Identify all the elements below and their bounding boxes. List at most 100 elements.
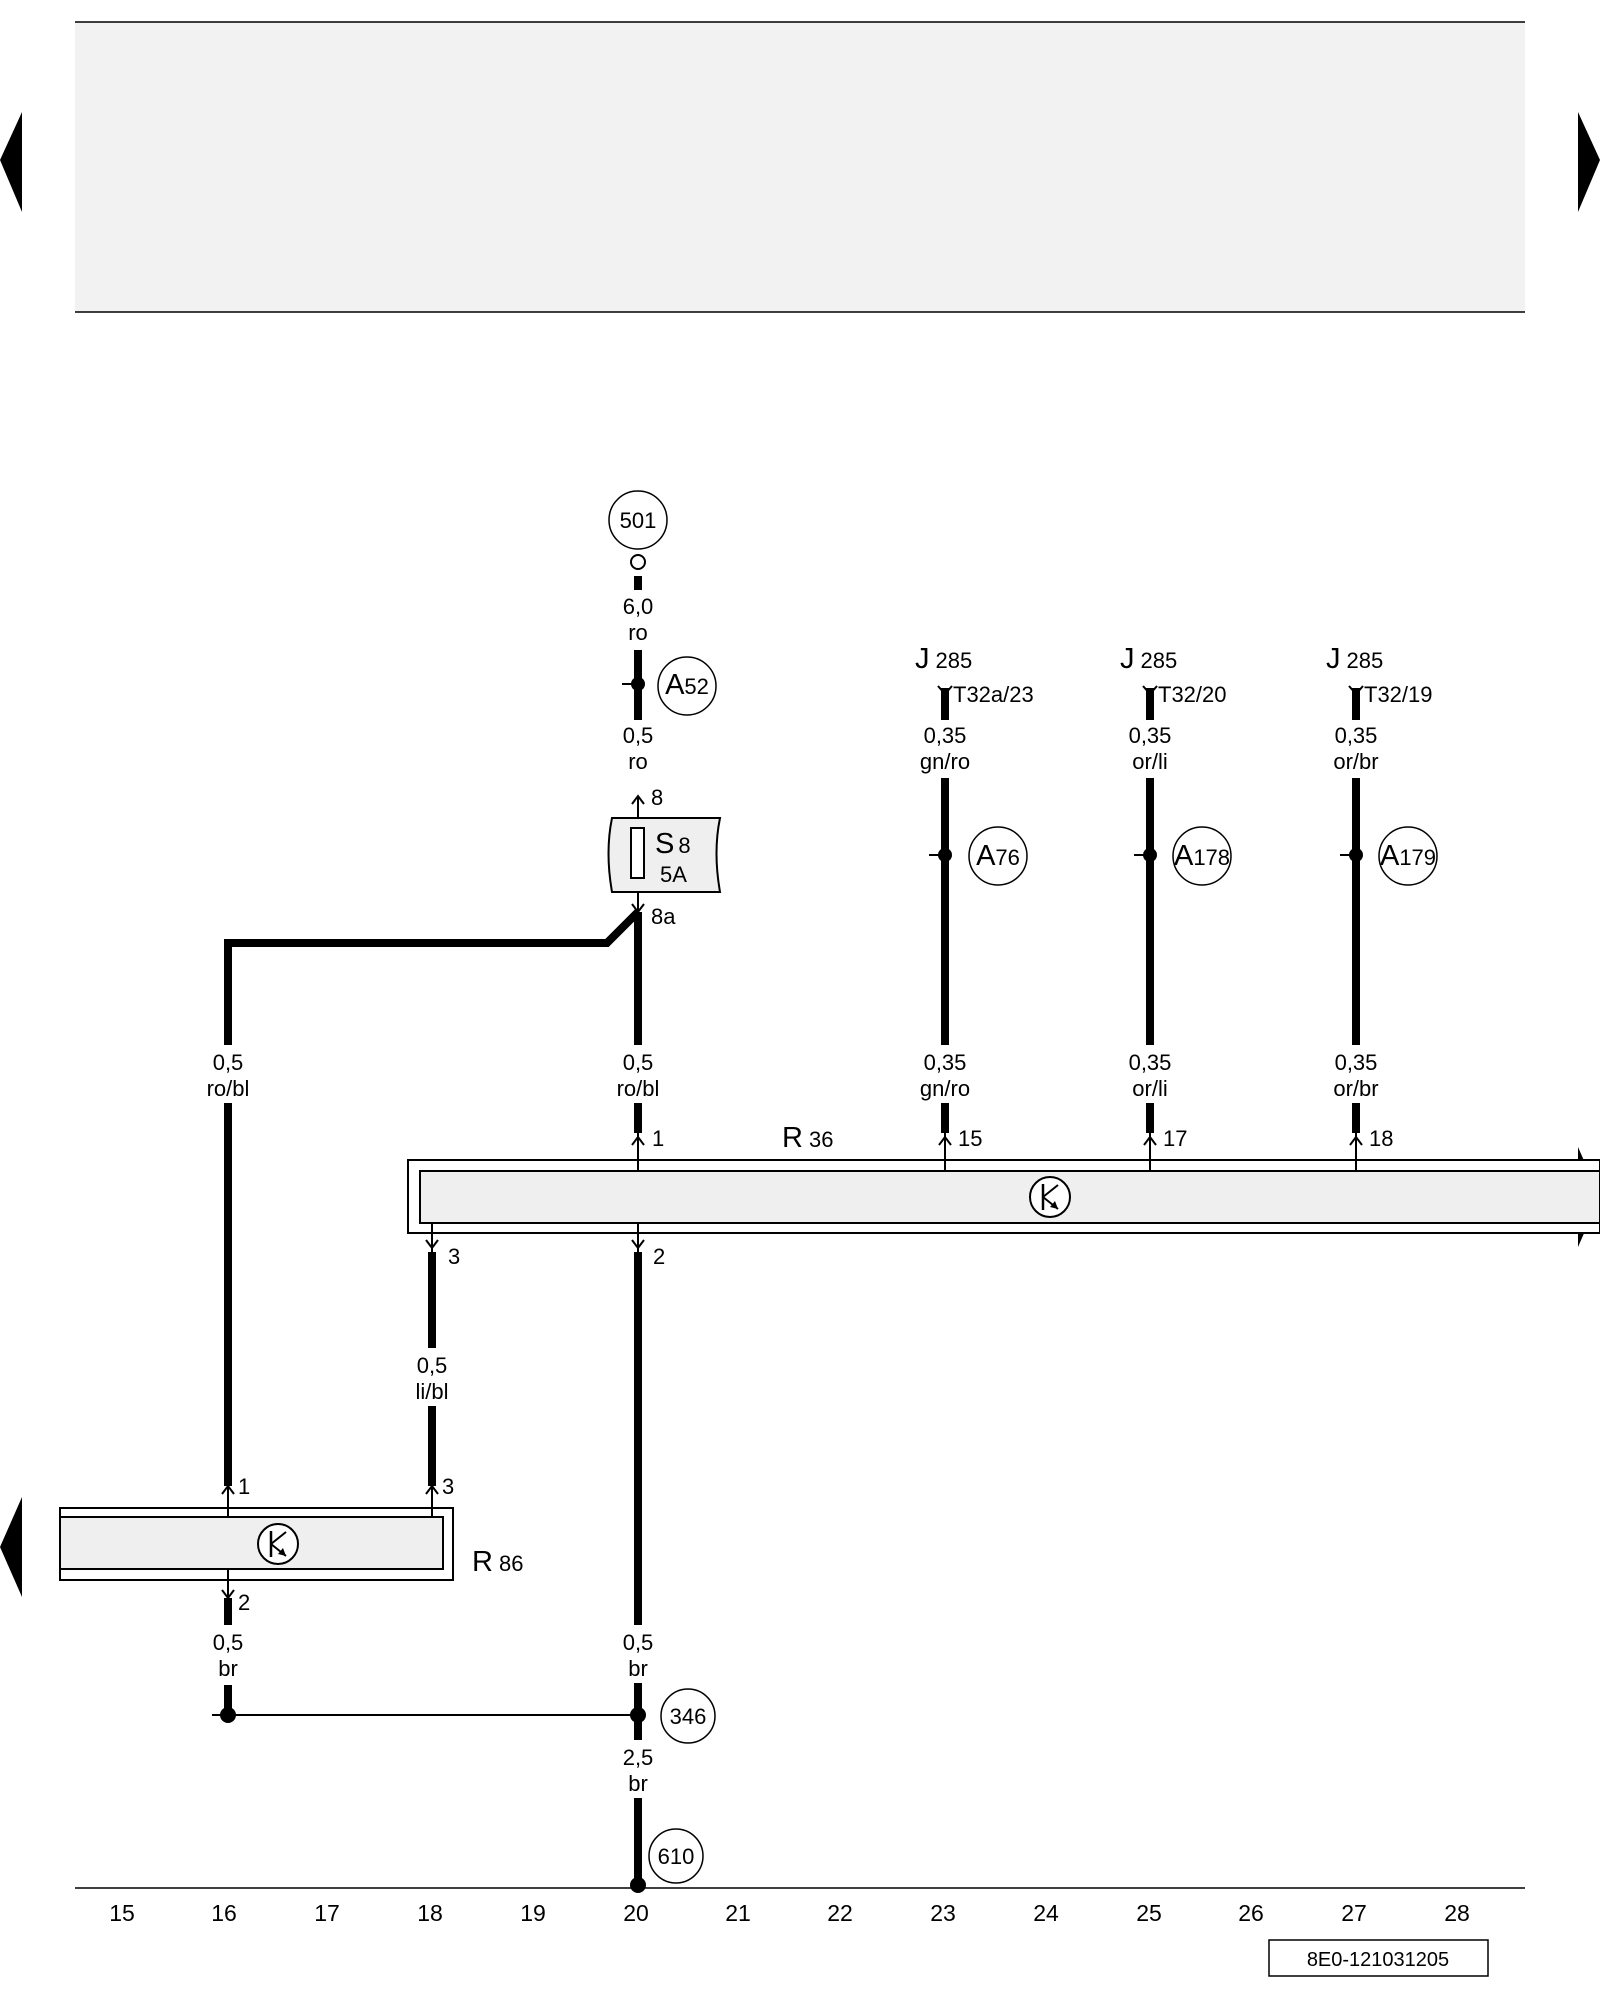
wire-fuse-to-16	[224, 909, 641, 1486]
svg-text:0,5: 0,5	[213, 1630, 244, 1655]
svg-text:gn/ro: gn/ro	[920, 1076, 970, 1101]
svg-text:27: 27	[1341, 1900, 1367, 1926]
label-gaps	[180, 590, 1396, 1798]
svg-text:20: 20	[623, 1900, 649, 1926]
fuse-pin-out: 8a	[651, 904, 676, 929]
j285-conn-1: T32a/23	[953, 682, 1034, 707]
ref-circle-a179	[1378, 826, 1438, 886]
ref-610-text: 610	[658, 1844, 695, 1869]
svg-text:0,5: 0,5	[417, 1353, 448, 1378]
column-numbers: 15 16 17 18 19 20 21 22 23 24 25 26 27 2…	[109, 1900, 1470, 1926]
nav-right-arrow-top[interactable]	[1578, 112, 1600, 212]
svg-text:3: 3	[442, 1474, 454, 1499]
svg-text:0,5: 0,5	[623, 1050, 654, 1075]
svg-text:2,5: 2,5	[623, 1745, 654, 1770]
footer-code: 8E0-121031205	[1307, 1949, 1449, 1971]
svg-text:25: 25	[1136, 1900, 1162, 1926]
fuse-pin-out-mark	[631, 903, 645, 914]
terminal-501	[630, 554, 646, 570]
svg-text:0,35: 0,35	[1129, 723, 1172, 748]
j285-pin-marks	[937, 685, 1364, 696]
svg-text:0,35: 0,35	[924, 1050, 967, 1075]
fuse-pin-in: 8	[651, 785, 663, 810]
fuse-rating: 5A	[660, 862, 687, 887]
svg-text:li/bl: li/bl	[415, 1379, 448, 1404]
dot-a52	[631, 677, 645, 691]
svg-text:ro: ro	[628, 620, 648, 645]
svg-text:17: 17	[1163, 1126, 1187, 1151]
ref-circle-a178	[1172, 826, 1232, 886]
header-panel	[75, 22, 1525, 312]
svg-text:24: 24	[1033, 1900, 1059, 1926]
junction-dots	[220, 677, 1363, 1893]
svg-text:1: 1	[238, 1474, 250, 1499]
ref-circle-501	[608, 490, 668, 550]
svg-text:br: br	[218, 1656, 238, 1681]
ref-circle-a52	[657, 656, 717, 716]
ref-a178-text: A178	[1174, 840, 1230, 872]
ref-circle-a76	[968, 826, 1028, 886]
svg-text:0,5: 0,5	[623, 723, 654, 748]
footer-code-box	[1268, 1939, 1489, 1977]
transistor-circle-icon	[257, 1523, 299, 1565]
svg-text:21: 21	[725, 1900, 751, 1926]
fuse-element	[630, 827, 645, 879]
svg-text:ro/bl: ro/bl	[617, 1076, 660, 1101]
svg-text:ro: ro	[628, 749, 648, 774]
ref-346-text: 346	[670, 1704, 707, 1729]
j285-conn-3: T32/19	[1364, 682, 1433, 707]
svg-text:18: 18	[417, 1900, 443, 1926]
dot-ground-16	[220, 1707, 236, 1723]
svg-text:or/li: or/li	[1132, 749, 1167, 774]
dot-a178	[1143, 848, 1157, 862]
nav-left-arrow-top[interactable]	[0, 112, 22, 212]
ref-a52-text: A52	[665, 669, 709, 701]
svg-text:16: 16	[211, 1900, 237, 1926]
dot-610	[630, 1877, 646, 1893]
dot-346	[630, 1707, 646, 1723]
svg-text:1: 1	[652, 1126, 664, 1151]
svg-text:0,5: 0,5	[213, 1050, 244, 1075]
svg-text:br: br	[628, 1771, 648, 1796]
fuse-s8	[607, 794, 722, 914]
svg-text:2: 2	[238, 1590, 250, 1615]
svg-text:2: 2	[653, 1244, 665, 1269]
svg-text:26: 26	[1238, 1900, 1264, 1926]
ref-circle-346	[660, 1688, 716, 1744]
svg-text:0,35: 0,35	[1335, 1050, 1378, 1075]
svg-text:15: 15	[109, 1900, 135, 1926]
svg-text:3: 3	[448, 1244, 460, 1269]
svg-text:18: 18	[1369, 1126, 1393, 1151]
nav-left-arrow-bottom[interactable]	[0, 1497, 22, 1597]
dot-a179	[1349, 848, 1363, 862]
svg-text:23: 23	[930, 1900, 956, 1926]
svg-text:0,35: 0,35	[924, 723, 967, 748]
component-r36	[407, 1133, 1600, 1252]
fuse-pin-in-mark	[631, 794, 645, 805]
wire-labels: 6,0 ro 0,5 ro 0,5 ro/bl 0,5 ro/bl 0,35 g…	[207, 594, 1379, 1796]
component-r86	[59, 1484, 454, 1600]
ref-a76-text: A76	[976, 840, 1020, 872]
svg-text:0,5: 0,5	[623, 1630, 654, 1655]
svg-text:15: 15	[958, 1126, 982, 1151]
svg-text:or/br: or/br	[1333, 1076, 1378, 1101]
dot-a76	[938, 848, 952, 862]
j285-conn-2: T32/20	[1158, 682, 1227, 707]
svg-text:0,35: 0,35	[1129, 1050, 1172, 1075]
svg-text:gn/ro: gn/ro	[920, 749, 970, 774]
svg-text:22: 22	[827, 1900, 853, 1926]
svg-text:28: 28	[1444, 1900, 1470, 1926]
ref-a179-text: A179	[1380, 840, 1436, 872]
svg-text:17: 17	[314, 1900, 340, 1926]
svg-text:19: 19	[520, 1900, 546, 1926]
svg-text:or/li: or/li	[1132, 1076, 1167, 1101]
svg-text:br: br	[628, 1656, 648, 1681]
svg-text:0,35: 0,35	[1335, 723, 1378, 748]
